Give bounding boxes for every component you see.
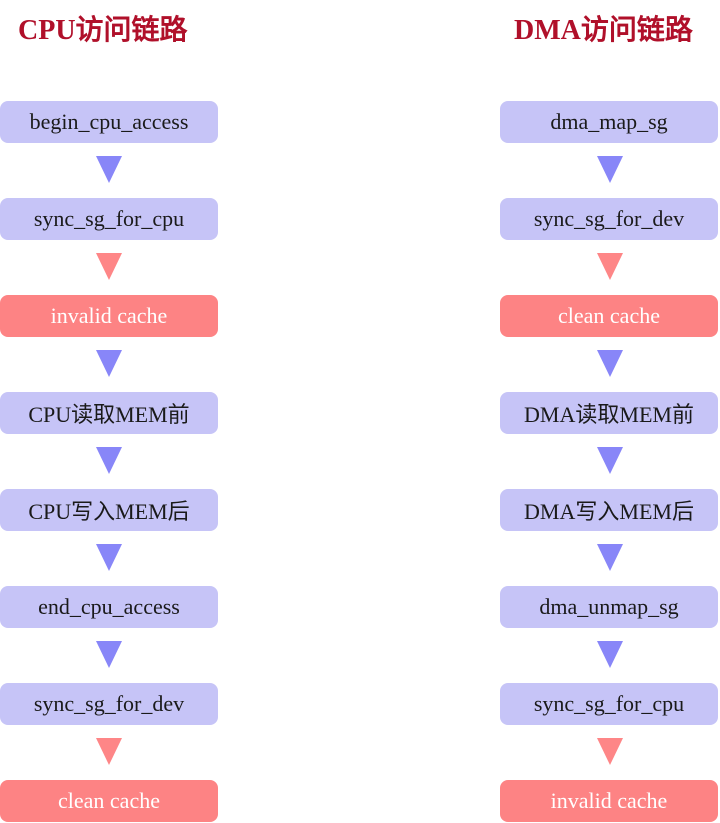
dma-down-arrow-icon [597,156,623,183]
cpu-step-5: CPU写入MEM后 [0,489,218,531]
cpu-down-arrow-icon [96,544,122,571]
dma-down-arrow-icon [597,253,623,280]
dma-down-arrow-icon [597,738,623,765]
dma-down-arrow-icon [597,544,623,571]
cpu-down-arrow-icon [96,447,122,474]
cpu-down-arrow-icon [96,350,122,377]
dma-down-arrow-icon [597,350,623,377]
dma-down-arrow-icon [597,447,623,474]
cpu-down-arrow-icon [96,641,122,668]
cpu-step-6: end_cpu_access [0,586,218,628]
dma-down-arrow-icon [597,641,623,668]
dma-access-title: DMA访问链路 [514,15,693,46]
cpu-step-3: invalid cache [0,295,218,337]
dma-step-8: invalid cache [500,780,718,822]
cpu-down-arrow-icon [96,738,122,765]
dma-step-3: clean cache [500,295,718,337]
dma-step-2: sync_sg_for_dev [500,198,718,240]
cpu-access-title: CPU访问链路 [18,15,188,46]
cpu-down-arrow-icon [96,253,122,280]
cpu-step-4: CPU读取MEM前 [0,392,218,434]
cpu-step-7: sync_sg_for_dev [0,683,218,725]
dma-step-5: DMA写入MEM后 [500,489,718,531]
cpu-step-1: begin_cpu_access [0,101,218,143]
dma-step-7: sync_sg_for_cpu [500,683,718,725]
cpu-down-arrow-icon [96,156,122,183]
dma-step-4: DMA读取MEM前 [500,392,718,434]
dma-step-6: dma_unmap_sg [500,586,718,628]
cpu-step-8: clean cache [0,780,218,822]
dma-step-1: dma_map_sg [500,101,718,143]
cpu-step-2: sync_sg_for_cpu [0,198,218,240]
